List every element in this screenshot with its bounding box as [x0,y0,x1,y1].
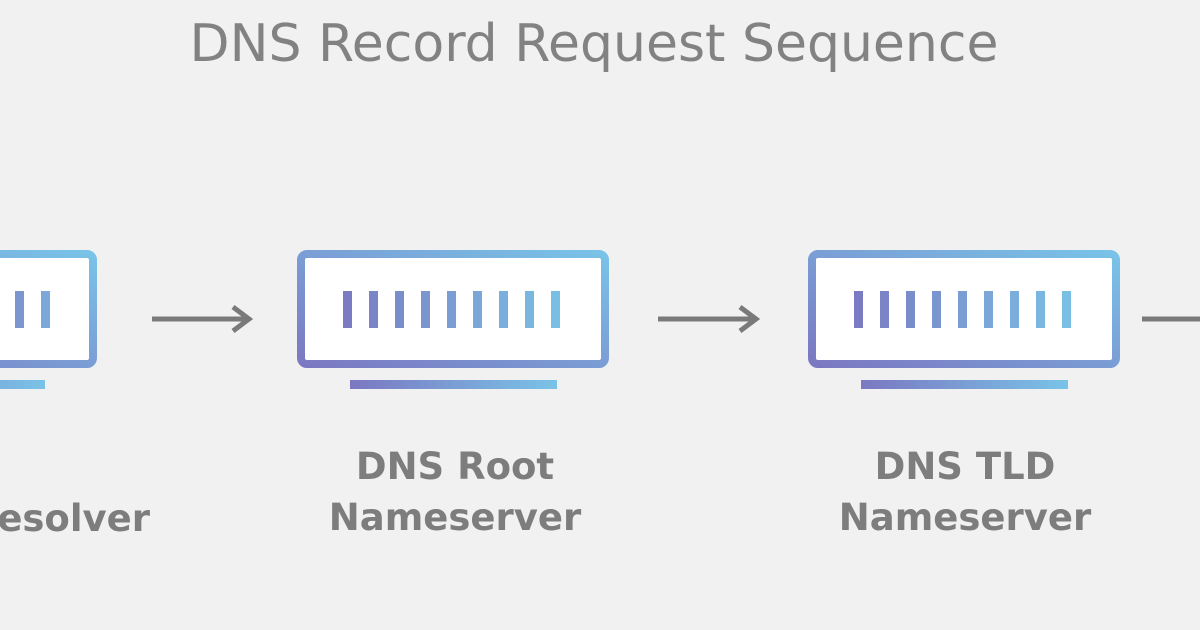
node-label-line: DNS TLD [874,445,1056,488]
node-label-line: esolver [0,497,150,540]
diagram-title: DNS Record Request Sequence [189,14,999,74]
arrow-root-to-tld [658,305,761,333]
server-icon-tld [808,250,1120,389]
server-icon-resolver [0,250,97,389]
node-label-tld: DNS TLD Nameserver [815,441,1115,543]
arrow-resolver-to-root [152,305,254,333]
node-label-line: Nameserver [328,496,582,539]
server-icon-root [297,250,609,389]
node-label-resolver: esolver [0,493,150,544]
server-bars-root [343,291,560,328]
server-bars-tld [854,291,1071,328]
node-label-root: DNS Root Nameserver [305,441,605,543]
node-label-line: Nameserver [838,496,1092,539]
node-label-line: DNS Root [355,445,555,488]
